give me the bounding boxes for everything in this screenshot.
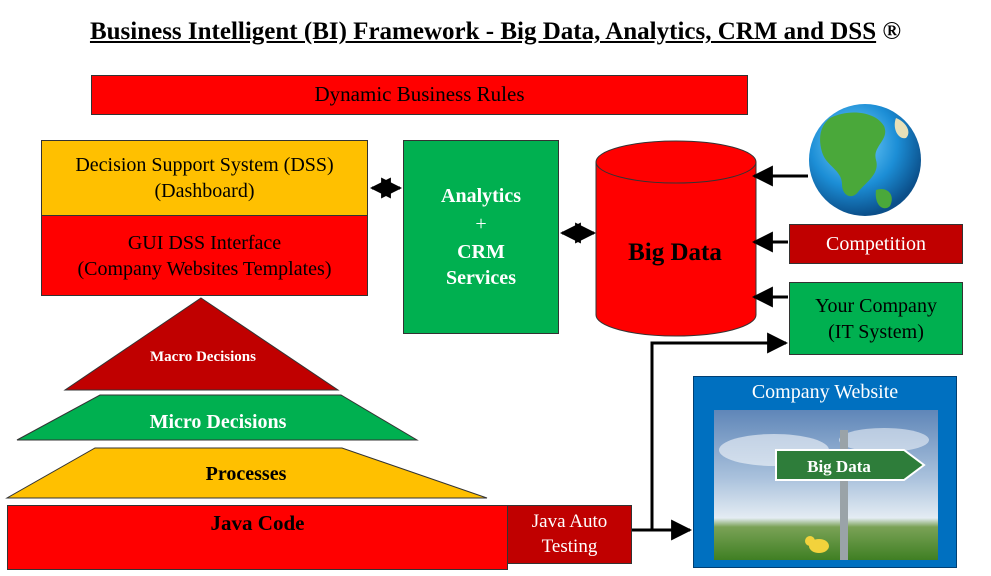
competition-label: Competition xyxy=(826,233,926,255)
gui-label-line2: (Company Websites Templates) xyxy=(77,257,332,280)
registered-mark: ® xyxy=(882,18,902,45)
page-title: Business Intelligent (BI) Framework - Bi… xyxy=(0,18,991,46)
services-label: Services xyxy=(446,267,516,289)
macro-decisions-layer xyxy=(63,297,340,391)
dss-label-line1: Decision Support System (DSS) xyxy=(75,154,334,176)
testing-company-arrow xyxy=(632,332,789,532)
your-company-box: Your Company (IT System) xyxy=(789,282,963,355)
micro-decisions-label: Micro Decisions xyxy=(150,411,287,433)
java-testing-line2: Testing xyxy=(541,535,598,557)
your-company-line2: (IT System) xyxy=(828,320,924,343)
micro-decisions-layer xyxy=(16,394,419,441)
dss-label-line2: (Dashboard) xyxy=(154,180,255,202)
big-data-label: Big Data xyxy=(628,239,722,266)
java-code-box: Java Code xyxy=(7,505,508,570)
crm-label: CRM xyxy=(457,241,505,263)
processes-layer xyxy=(5,447,488,499)
big-data-cylinder: Big Data xyxy=(595,140,757,337)
elephant-icon xyxy=(805,536,829,553)
dss-box: Decision Support System (DSS) (Dashboard… xyxy=(41,140,368,216)
dynamic-business-rules-label: Dynamic Business Rules xyxy=(314,82,525,107)
road-sign-icon: Big Data xyxy=(719,428,929,560)
decision-pyramid: Macro Decisions Micro Decisions Processe… xyxy=(5,297,488,499)
java-testing-line1: Java Auto xyxy=(531,510,608,532)
company-website-title: Company Website xyxy=(751,381,899,403)
analytics-label: Analytics xyxy=(441,185,521,207)
website-image: Big Data xyxy=(714,410,938,560)
sign-label: Big Data xyxy=(807,457,871,476)
gui-label-line1: GUI DSS Interface xyxy=(127,231,282,254)
globe-icon xyxy=(809,104,921,216)
processes-label: Processes xyxy=(206,463,287,485)
java-auto-testing-box: Java Auto Testing xyxy=(507,505,632,564)
macro-decisions-label: Macro Decisions xyxy=(150,349,256,365)
company-website-panel: Company Website Big Data xyxy=(693,376,957,568)
gui-dss-interface-box: GUI DSS Interface (Company Websites Temp… xyxy=(41,215,368,296)
dynamic-business-rules-box: Dynamic Business Rules xyxy=(91,75,748,115)
analytics-crm-box: Analytics + CRM Services xyxy=(403,140,559,334)
your-company-line1: Your Company xyxy=(815,294,937,317)
title-text: Business Intelligent (BI) Framework - Bi… xyxy=(89,18,877,45)
java-code-label: Java Code xyxy=(210,510,305,535)
plus-label: + xyxy=(475,213,487,235)
competition-box: Competition xyxy=(789,224,963,264)
